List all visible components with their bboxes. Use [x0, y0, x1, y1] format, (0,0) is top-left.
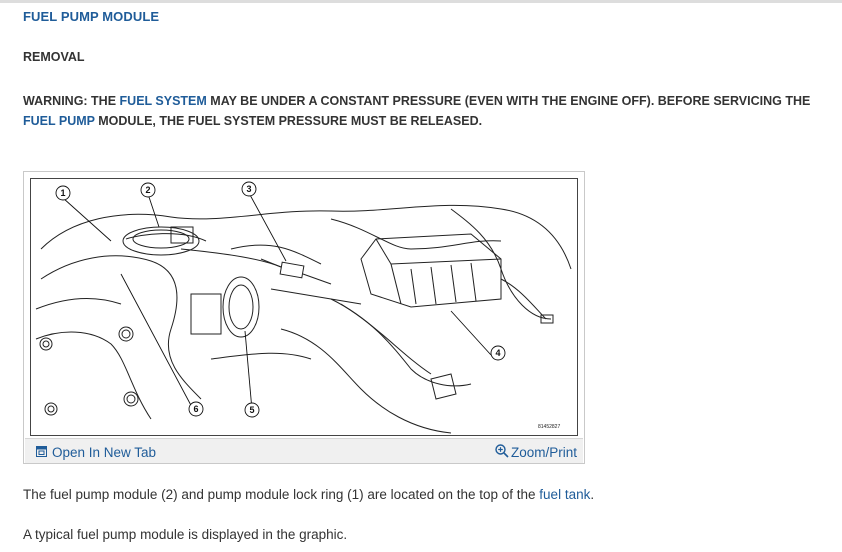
callout-5: 5 [249, 405, 254, 415]
warning-middle: MAY BE UNDER A CONSTANT PRESSURE (EVEN W… [206, 94, 811, 108]
top-divider [0, 0, 842, 3]
paragraph-1-text: The fuel pump module (2) and pump module… [23, 487, 540, 502]
figure-code: 81452827 [538, 424, 560, 430]
open-in-new-tab-button[interactable]: Open In New Tab [36, 445, 156, 460]
zoom-print-button[interactable]: Zoom/Print [495, 444, 577, 461]
warning-prefix: WARNING: THE [23, 94, 120, 108]
figure-panel: 1 2 3 4 5 6 81452827 Open In New Tab Zoo… [23, 171, 585, 464]
warning-text: WARNING: THE FUEL SYSTEM MAY BE UNDER A … [23, 91, 841, 131]
fuel-system-link[interactable]: FUEL SYSTEM [119, 94, 207, 108]
figure-toolbar: Open In New Tab Zoom/Print [25, 438, 583, 463]
fuel-tank-link[interactable]: fuel tank [539, 487, 591, 502]
diagram-illustration: 1 2 3 4 5 6 81452827 [35, 181, 572, 434]
callout-1: 1 [60, 188, 65, 198]
zoom-print-label: Zoom/Print [510, 445, 577, 460]
callout-3: 3 [246, 184, 251, 194]
paragraph-location: The fuel pump module (2) and pump module… [23, 487, 594, 502]
warning-suffix: MODULE, THE FUEL SYSTEM PRESSURE MUST BE… [94, 114, 483, 128]
section-heading: REMOVAL [23, 50, 85, 64]
fuel-pump-diagram[interactable]: 1 2 3 4 5 6 81452827 [30, 178, 578, 436]
page-title-link[interactable]: FUEL PUMP MODULE [23, 9, 160, 24]
paragraph-1-end: . [590, 487, 595, 502]
callout-2: 2 [145, 185, 150, 195]
callout-4: 4 [495, 348, 500, 358]
fuel-pump-link[interactable]: FUEL PUMP [23, 114, 95, 128]
open-in-new-tab-label: Open In New Tab [52, 445, 157, 460]
paragraph-typical-module: A typical fuel pump module is displayed … [23, 527, 348, 542]
open-tab-icon [36, 445, 47, 460]
zoom-in-icon [495, 444, 509, 461]
callout-6: 6 [193, 404, 198, 414]
